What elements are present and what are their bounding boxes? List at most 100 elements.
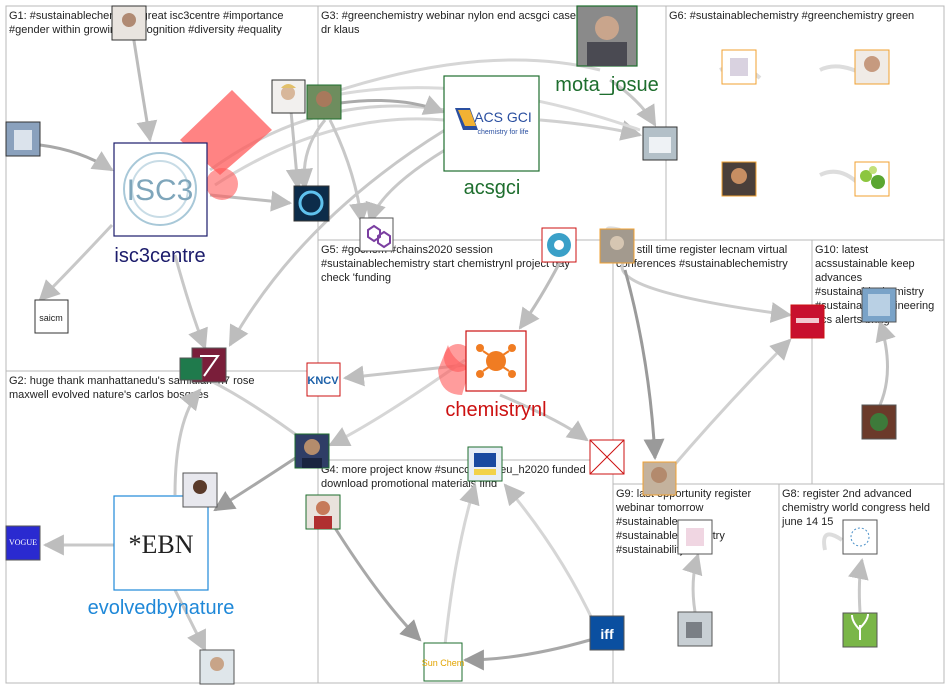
node-avatar[interactable] — [5, 121, 41, 157]
node-hex-logo[interactable] — [359, 217, 394, 252]
g10-label-line2: acssustainable keep — [815, 258, 915, 270]
g4-label-line2: download promotional materials find — [321, 478, 497, 490]
isc3-logo-text: ISC3 — [127, 174, 194, 207]
edge — [173, 254, 208, 350]
node-avatar[interactable] — [861, 404, 897, 440]
node-evolvedbynature[interactable]: *EBN — [113, 495, 209, 591]
node-mota-josue[interactable] — [576, 5, 638, 67]
acs-logo-text: ACS GCI — [474, 109, 532, 125]
node-avatar[interactable] — [294, 433, 330, 469]
g3-label: G3: #greenchemistry webinar nylon end ac… — [321, 10, 637, 22]
node-sunchem[interactable]: Sun Chem — [422, 642, 465, 682]
node-avatar[interactable] — [111, 5, 147, 41]
node-avatar[interactable] — [305, 494, 341, 530]
node-avatar[interactable] — [306, 84, 342, 120]
edge — [214, 117, 445, 187]
edge — [328, 519, 422, 642]
edge — [309, 58, 601, 102]
node-logo[interactable] — [854, 161, 890, 197]
panel-g8 — [778, 483, 945, 684]
edge — [503, 483, 597, 626]
edge — [819, 169, 862, 187]
node-isc3centre[interactable]: ISC3 — [113, 142, 208, 237]
node-vogue[interactable]: VOGUE — [5, 525, 41, 561]
node-saicm[interactable]: saicm — [34, 299, 69, 334]
node-logo[interactable] — [861, 287, 897, 323]
node-logo[interactable] — [541, 227, 577, 263]
sunchem-logo-text: Sun Chem — [422, 658, 465, 668]
label-evolvedbynature: evolvedbynature — [88, 597, 235, 619]
g7-label: G7: still time register lecnam virtual — [616, 244, 787, 256]
edge — [443, 482, 480, 646]
g9-label-line2: webinar tomorrow — [615, 502, 703, 514]
edge — [213, 453, 301, 512]
node-avatar[interactable] — [854, 49, 890, 85]
node-chemistrynl[interactable] — [465, 330, 527, 392]
highlight-pointer — [206, 168, 238, 200]
g10-label: G10: latest — [815, 244, 868, 256]
node-logo[interactable] — [179, 357, 203, 381]
g9-label-line5: #sustainability — [616, 544, 686, 556]
g5-label-line3: check 'funding — [321, 272, 391, 284]
node-iff[interactable]: iff — [589, 615, 625, 651]
g9-label: G9: last opportunity register — [616, 488, 751, 500]
g10-label-line3: advances — [815, 272, 863, 284]
edge — [339, 95, 445, 115]
panel-g7 — [612, 239, 813, 485]
node-avatar[interactable] — [599, 228, 635, 264]
label-acsgci: acsgci — [464, 177, 521, 199]
node-avatar[interactable] — [182, 472, 218, 508]
edge — [682, 552, 703, 613]
node-avatar[interactable] — [721, 161, 757, 197]
node-logo[interactable] — [790, 304, 825, 339]
group-panels — [5, 5, 945, 684]
panel-g6 — [665, 5, 945, 241]
node-unavailable-image[interactable] — [589, 439, 625, 475]
g2-label-line2: maxwell evolved nature's carlos bosques — [9, 389, 209, 401]
iff-logo-text: iff — [600, 626, 614, 642]
node-z-logo[interactable] — [293, 185, 330, 222]
g8-label-line2: chemistry world congress held — [782, 502, 930, 514]
label-mota-josue: mota_josue — [555, 74, 658, 96]
ebn-logo-text: *EBN — [129, 530, 194, 559]
edge — [539, 118, 643, 141]
g9-label-line3: #sustainable — [616, 516, 678, 528]
g7-label-line2: conferences #sustainablechemistry — [616, 258, 788, 270]
g5-label-line2: #sustainablechemistry start chemistrynl … — [321, 258, 570, 270]
node-avatar[interactable] — [642, 126, 678, 161]
edge — [38, 223, 114, 302]
edge — [623, 269, 665, 461]
edge — [668, 338, 792, 471]
label-chemistrynl: chemistrynl — [445, 399, 546, 421]
g3-label-line2: dr klaus — [321, 24, 360, 36]
node-avatar[interactable] — [199, 649, 235, 685]
node-logo[interactable] — [721, 49, 757, 85]
node-logo[interactable] — [842, 519, 878, 555]
edge — [292, 119, 327, 191]
node-avatar[interactable] — [677, 611, 713, 647]
edge — [609, 78, 657, 127]
edge — [462, 638, 591, 671]
edge — [365, 148, 446, 225]
g5-label: G5: #gochem #chains2020 session — [321, 244, 493, 256]
edge — [173, 388, 202, 496]
edge — [499, 393, 589, 442]
knc-logo-text: KNCV — [307, 375, 339, 387]
node-acsgci[interactable]: ACS GCI chemistry for life — [443, 75, 540, 172]
g8-label-line3: june 14 15 — [781, 516, 833, 528]
node-logo[interactable] — [467, 446, 503, 482]
node-knc[interactable]: KNCV — [306, 362, 341, 397]
edge — [228, 128, 446, 347]
node-avatar[interactable] — [642, 461, 677, 496]
edge — [328, 119, 370, 225]
node-logo[interactable] — [842, 612, 878, 648]
edge — [620, 259, 793, 323]
node-logo[interactable] — [677, 519, 713, 555]
g6-label: G6: #sustainablechemistry #greenchemistr… — [669, 10, 914, 22]
edge — [875, 319, 896, 406]
edge — [204, 376, 311, 447]
g4-label: G4: more project know #suncochem eu_h202… — [321, 464, 586, 476]
node-avatar[interactable] — [271, 79, 306, 114]
edge — [518, 261, 562, 330]
